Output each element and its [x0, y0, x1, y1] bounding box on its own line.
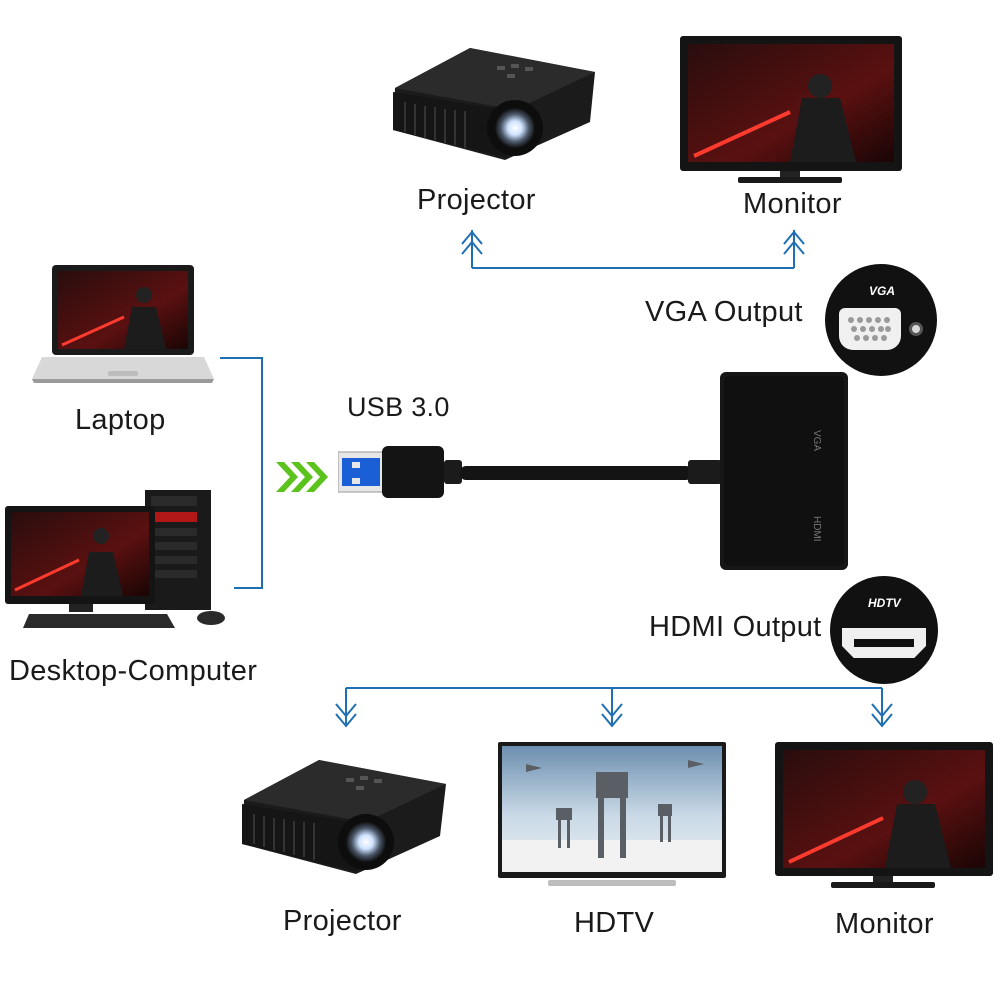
adapter-port-hdmi: HDMI — [811, 516, 822, 542]
hdtv-icon — [498, 742, 726, 886]
usb-adapter-cable — [338, 372, 848, 570]
vga-port-badge: VGA — [825, 264, 937, 376]
vga-badge-text: VGA — [869, 284, 896, 298]
green-arrows-icon — [276, 462, 328, 492]
vga-port-icon — [839, 308, 901, 350]
source-bracket — [220, 357, 263, 589]
projector-top-label: Projector — [417, 184, 536, 216]
hdtv-badge-text: HDTV — [868, 596, 901, 610]
arrow-down-projector-bottom — [335, 703, 357, 718]
arrow-up-monitor-top — [783, 230, 805, 245]
hdtv-label: HDTV — [574, 907, 655, 939]
monitor-icon — [680, 36, 902, 183]
monitor-icon — [775, 742, 993, 888]
arrow-down-monitor-bottom — [871, 703, 893, 718]
laptop-label: Laptop — [75, 404, 166, 436]
monitor-bottom-label: Monitor — [835, 908, 934, 940]
usb-label: USB 3.0 — [347, 392, 450, 422]
hdmi-port-icon — [842, 628, 926, 658]
vga-output-label: VGA Output — [645, 296, 803, 328]
projector-icon — [393, 48, 595, 160]
arrow-down-hdtv — [601, 703, 623, 718]
hdmi-output-bracket — [345, 687, 883, 725]
audio-jack-icon — [909, 322, 923, 336]
hdmi-output-label: HDMI Output — [649, 611, 822, 643]
vga-output-bracket — [471, 230, 795, 269]
arrow-up-projector-top — [461, 230, 483, 245]
projector-icon — [242, 760, 446, 874]
hdmi-port-badge: HDTV — [830, 576, 938, 684]
desktop-label: Desktop-Computer — [9, 655, 258, 687]
projector-bottom-label: Projector — [283, 905, 402, 937]
monitor-top-label: Monitor — [743, 188, 842, 220]
adapter-port-vga: VGA — [811, 430, 822, 452]
laptop-icon — [32, 265, 214, 383]
desktop-computer-icon — [5, 490, 225, 628]
usb-plug-icon — [338, 446, 462, 498]
